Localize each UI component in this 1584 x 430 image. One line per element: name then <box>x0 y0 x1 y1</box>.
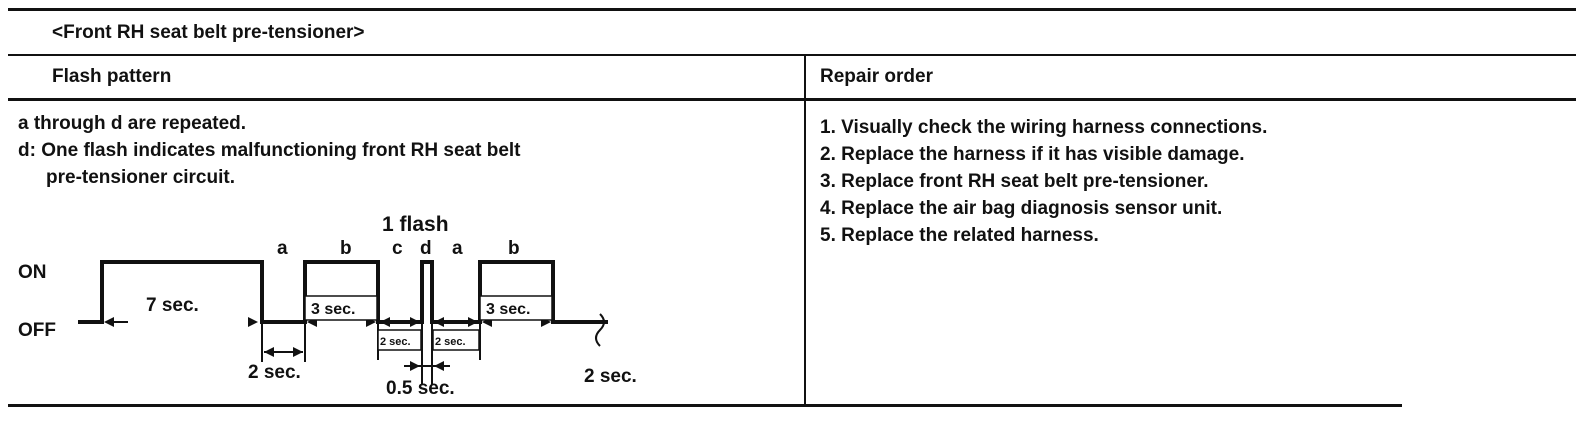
phase-letter: a <box>277 238 288 259</box>
repair-step: 4. Replace the air bag diagnosis sensor … <box>820 198 1223 219</box>
arrowhead <box>264 347 274 357</box>
flash-pattern-diagram: ON OFF 1 flash a b c d a b 7 sec. 3 sec.… <box>18 213 637 399</box>
repair-step: 1. Visually check the wiring harness con… <box>820 117 1268 138</box>
arrowhead <box>293 347 303 357</box>
arrowhead <box>410 317 420 327</box>
table-bottom-rule <box>8 404 1402 407</box>
three-sec-label: 3 sec. <box>486 301 530 318</box>
break-symbol <box>595 313 605 347</box>
arrowhead <box>468 317 478 327</box>
column-header-flash-pattern: Flash pattern <box>52 66 172 87</box>
arrowhead <box>434 361 444 371</box>
phase-letter: d <box>420 238 432 259</box>
repair-step: 2. Replace the harness if it has visible… <box>820 144 1245 165</box>
arrowhead <box>104 317 114 327</box>
arrowhead <box>410 361 420 371</box>
three-sec-label: 3 sec. <box>311 301 355 318</box>
header-rule <box>8 54 1576 56</box>
column-header-repair-order: Repair order <box>820 66 933 87</box>
column-divider <box>804 55 806 405</box>
repair-step: 5. Replace the related harness. <box>820 225 1099 246</box>
two-sec-small-label: 2 sec. <box>380 336 411 348</box>
note-one-flash-cont: pre-tensioner circuit. <box>46 167 235 188</box>
label-box <box>304 295 378 321</box>
one-flash-label: 1 flash <box>382 213 449 236</box>
half-sec-label: 0.5 sec. <box>386 378 455 399</box>
phase-letter: b <box>508 238 520 259</box>
arrowhead <box>434 317 444 327</box>
note-repeat: a through d are repeated. <box>18 113 247 134</box>
label-box <box>377 329 422 351</box>
section-title: <Front RH seat belt pre-tensioner> <box>52 22 365 43</box>
table-top-rule <box>8 8 1576 11</box>
two-sec-small-label: 2 sec. <box>435 336 466 348</box>
two-sec-gap-label: 2 sec. <box>248 362 301 383</box>
repair-steps: 1. Visually check the wiring harness con… <box>820 114 1267 249</box>
label-box <box>479 295 553 321</box>
label-box <box>432 329 480 351</box>
arrowhead <box>380 317 390 327</box>
phase-letter: c <box>392 238 403 259</box>
phase-letter: b <box>340 238 352 259</box>
two-sec-end-label: 2 sec. <box>584 366 637 387</box>
on-label: ON <box>18 262 47 283</box>
column-header-rule <box>8 98 1576 101</box>
arrowhead <box>248 317 258 327</box>
repair-step: 3. Replace front RH seat belt pre-tensio… <box>820 171 1209 192</box>
note-one-flash: d: One flash indicates malfunctioning fr… <box>18 140 521 161</box>
phase-letter: a <box>452 238 463 259</box>
seven-sec-label: 7 sec. <box>146 295 199 316</box>
signal-waveform <box>78 260 608 324</box>
off-label: OFF <box>18 320 56 341</box>
